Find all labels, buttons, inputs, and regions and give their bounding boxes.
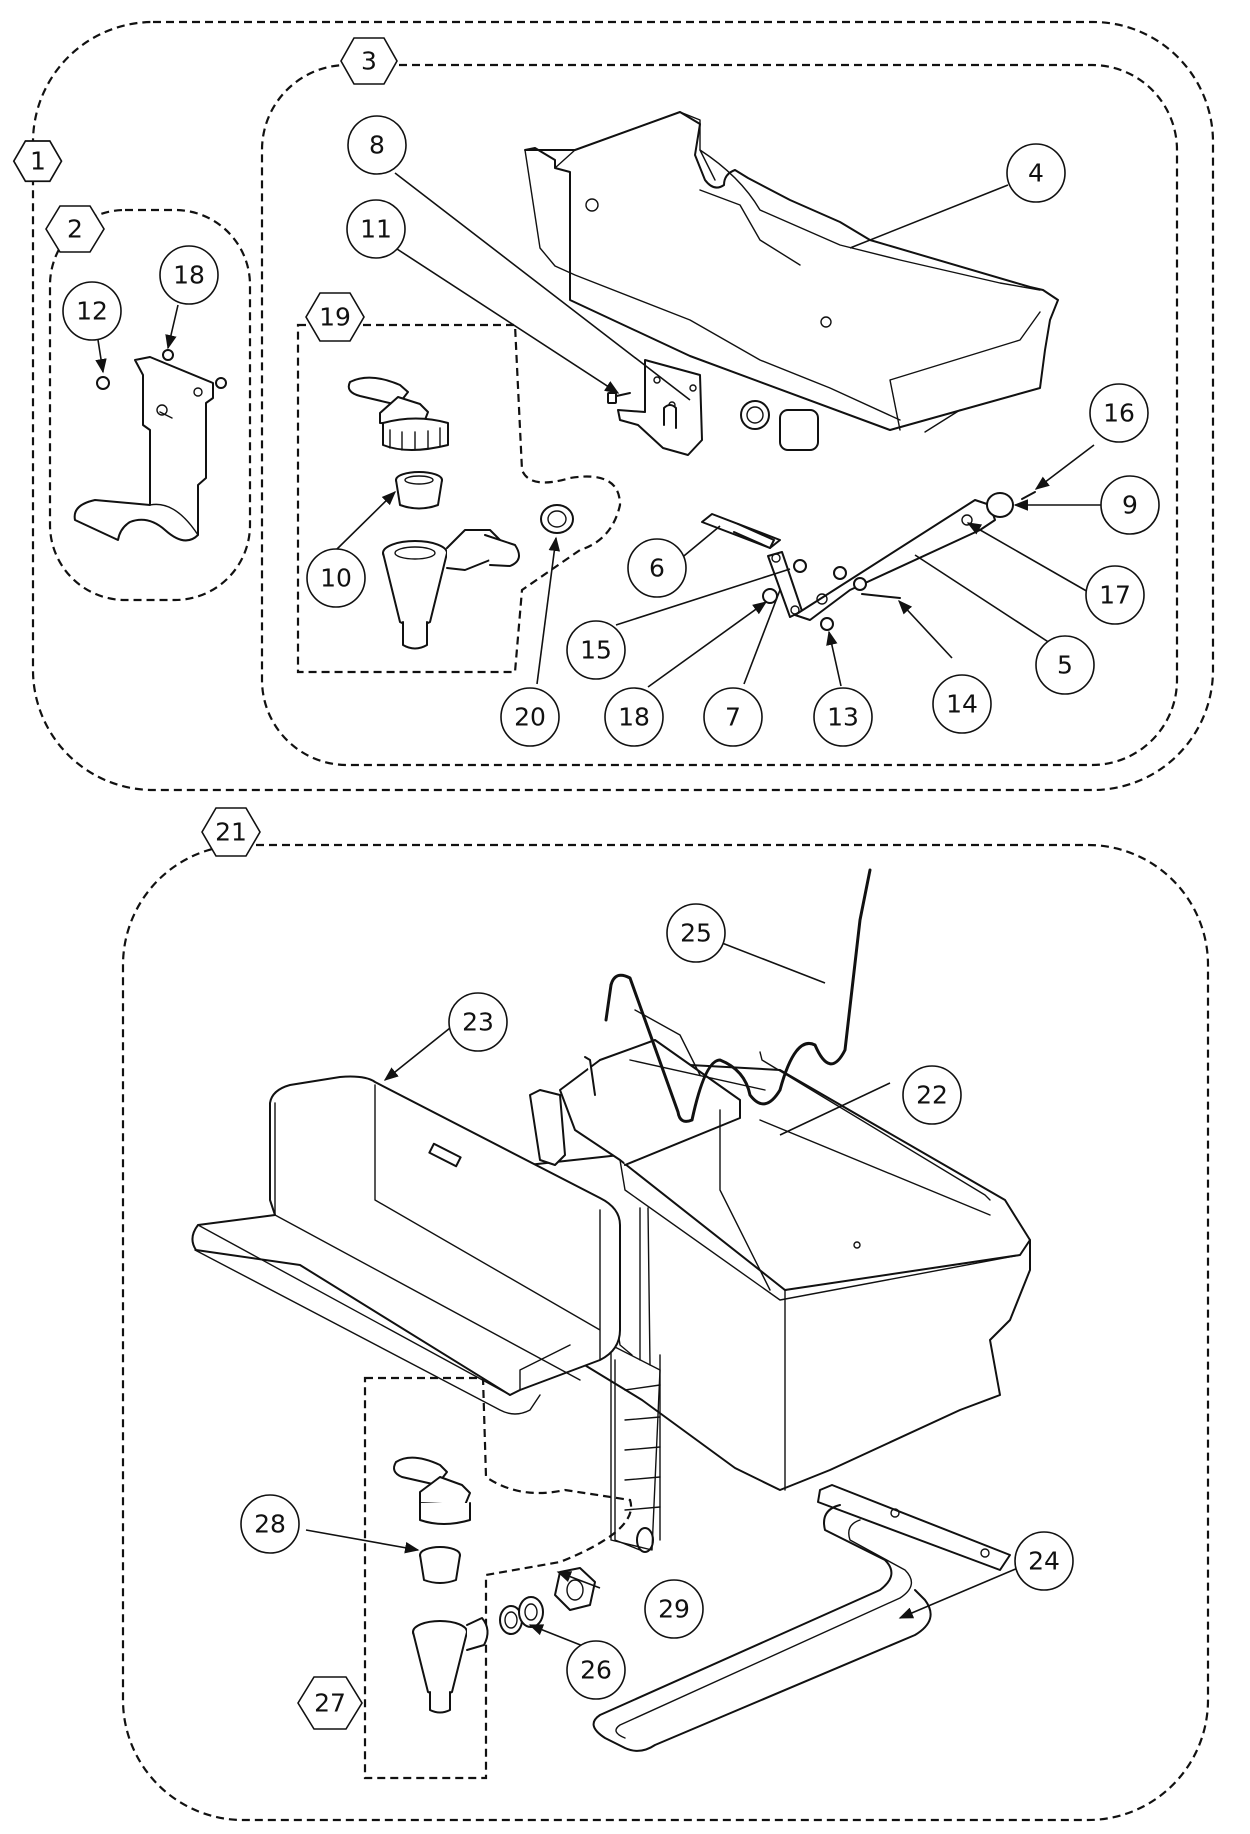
- callout-circle-5: 5: [1035, 635, 1095, 695]
- wire-part-25: [604, 868, 872, 1123]
- svg-text:24: 24: [1028, 1547, 1060, 1576]
- seal-part-28: [419, 1546, 461, 1584]
- callout-circle-7: 7: [703, 687, 763, 747]
- callout-circle-28: 28: [240, 1494, 300, 1554]
- callout-circle-26: 26: [566, 1640, 626, 1700]
- svg-text:21: 21: [215, 818, 247, 847]
- callout-circle-12: 12: [62, 281, 122, 341]
- callout-circle-10: 10: [306, 548, 366, 608]
- svg-text:8: 8: [369, 131, 385, 160]
- svg-text:15: 15: [580, 636, 612, 665]
- callout-circle-8: 8: [347, 115, 407, 175]
- svg-text:11: 11: [360, 215, 392, 244]
- svg-text:18: 18: [173, 261, 205, 290]
- tray-part-4: [524, 111, 1059, 451]
- callout-circle-29: 29: [644, 1579, 704, 1639]
- assembly-boundary-19: [296, 323, 622, 674]
- callout-hex-19: 19: [305, 292, 365, 342]
- faucet-body-part-19: [382, 529, 520, 650]
- callout-circle-20: 20: [500, 687, 560, 747]
- callout-circle-16: 16: [1089, 383, 1149, 443]
- callout-circle-18-bottom: 18: [604, 687, 664, 747]
- screw-part-11: [607, 392, 631, 404]
- callout-circle-25: 25: [666, 903, 726, 963]
- handle-part-24: [592, 1484, 1011, 1752]
- svg-text:22: 22: [916, 1081, 948, 1110]
- faucet-part-19: [347, 376, 449, 451]
- nut-part-29: [554, 1567, 596, 1611]
- svg-text:2: 2: [67, 215, 83, 244]
- nut-part-18b: [762, 588, 778, 604]
- callout-hex-3: 3: [340, 37, 398, 85]
- bracket-part-8: [617, 359, 703, 456]
- svg-text:18: 18: [618, 703, 650, 732]
- callout-circle-22: 22: [902, 1065, 962, 1125]
- svg-text:25: 25: [680, 919, 712, 948]
- tank-level-scale: [610, 1344, 661, 1551]
- callout-hex-1: 1: [12, 140, 63, 183]
- assembly-boundary-21: [121, 843, 1210, 1822]
- svg-text:29: 29: [658, 1595, 690, 1624]
- disc-part-9: [986, 492, 1014, 518]
- svg-text:1: 1: [30, 147, 46, 176]
- svg-text:23: 23: [462, 1008, 494, 1037]
- svg-text:16: 16: [1103, 399, 1135, 428]
- svg-text:12: 12: [76, 297, 108, 326]
- callout-circle-13: 13: [813, 687, 873, 747]
- callout-circle-9: 9: [1100, 475, 1160, 535]
- washer-part-20: [540, 504, 574, 534]
- rod-part-6: [701, 513, 781, 549]
- bracket-part-2: [73, 349, 227, 542]
- callout-circle-18-top: 18: [159, 245, 219, 305]
- callout-circle-11: 11: [346, 199, 406, 259]
- svg-text:28: 28: [254, 1510, 286, 1539]
- callout-hex-21: 21: [201, 807, 261, 857]
- callout-circle-4: 4: [1006, 143, 1066, 203]
- seal-part-10: [395, 471, 443, 510]
- faucet-body-part-27: [412, 1617, 489, 1714]
- callout-circle-24: 24: [1014, 1531, 1074, 1591]
- callout-circle-14: 14: [932, 674, 992, 734]
- lid-part-23: [191, 1075, 621, 1415]
- svg-text:7: 7: [725, 703, 741, 732]
- svg-text:19: 19: [319, 303, 351, 332]
- callout-circle-15: 15: [566, 620, 626, 680]
- callout-hex-27: 27: [297, 1676, 363, 1730]
- svg-text:17: 17: [1099, 581, 1131, 610]
- screw-part-16: [1021, 491, 1036, 500]
- svg-text:3: 3: [361, 47, 377, 76]
- svg-text:14: 14: [946, 690, 978, 719]
- callout-circle-6: 6: [627, 538, 687, 598]
- svg-text:9: 9: [1122, 491, 1138, 520]
- tank-part-22: [527, 1009, 1031, 1553]
- svg-text:13: 13: [827, 703, 859, 732]
- bar-part-5: [794, 499, 996, 621]
- bolt-part-14: [833, 566, 901, 599]
- svg-text:5: 5: [1057, 651, 1073, 680]
- faucet-part-27: [393, 1456, 471, 1525]
- callout-circle-23: 23: [448, 992, 508, 1052]
- svg-text:27: 27: [314, 1689, 346, 1718]
- assembly-boundary-3: [260, 63, 1179, 767]
- callout-hex-2: 2: [45, 205, 105, 253]
- assembly-boundary-1: [31, 20, 1215, 792]
- assembly-boundary-2: [48, 208, 252, 602]
- bolt-part-13: [820, 617, 834, 631]
- bolt-part-15: [793, 559, 807, 573]
- svg-text:20: 20: [514, 703, 546, 732]
- assembly-boundary-27: [363, 1376, 633, 1780]
- svg-text:6: 6: [649, 554, 665, 583]
- svg-text:10: 10: [320, 564, 352, 593]
- svg-text:26: 26: [580, 1656, 612, 1685]
- leader-lines: [95, 172, 1101, 1647]
- svg-text:4: 4: [1028, 159, 1044, 188]
- callout-circle-17: 17: [1085, 565, 1145, 625]
